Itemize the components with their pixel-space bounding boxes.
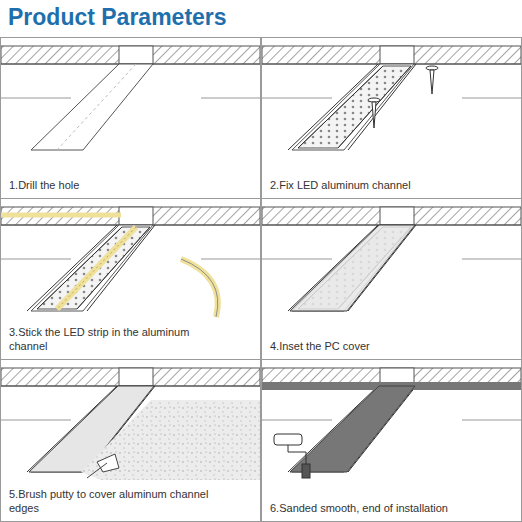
step-panel: 2.Fix LED aluminum channel: [261, 37, 522, 199]
step-panel: 6.Sanded smooth, end of installation: [261, 359, 522, 522]
step-caption: 1.Drill the hole: [9, 178, 224, 192]
step-caption: 3.Stick the LED strip in the aluminum ch…: [9, 325, 224, 353]
step-panel: 3.Stick the LED strip in the aluminum ch…: [0, 198, 261, 360]
step-panel: 4.Inset the PC cover: [261, 198, 522, 360]
step-panel: 1.Drill the hole: [0, 37, 261, 199]
step-caption: 6.Sanded smooth, end of installation: [270, 501, 485, 515]
step-caption: 2.Fix LED aluminum channel: [270, 178, 485, 192]
step-panel: 5.Brush putty to cover aluminum channel …: [0, 359, 261, 522]
step-caption: 5.Brush putty to cover aluminum channel …: [9, 487, 224, 515]
step-caption: 4.Inset the PC cover: [270, 339, 485, 353]
page-title: Product Parameters: [8, 4, 227, 31]
